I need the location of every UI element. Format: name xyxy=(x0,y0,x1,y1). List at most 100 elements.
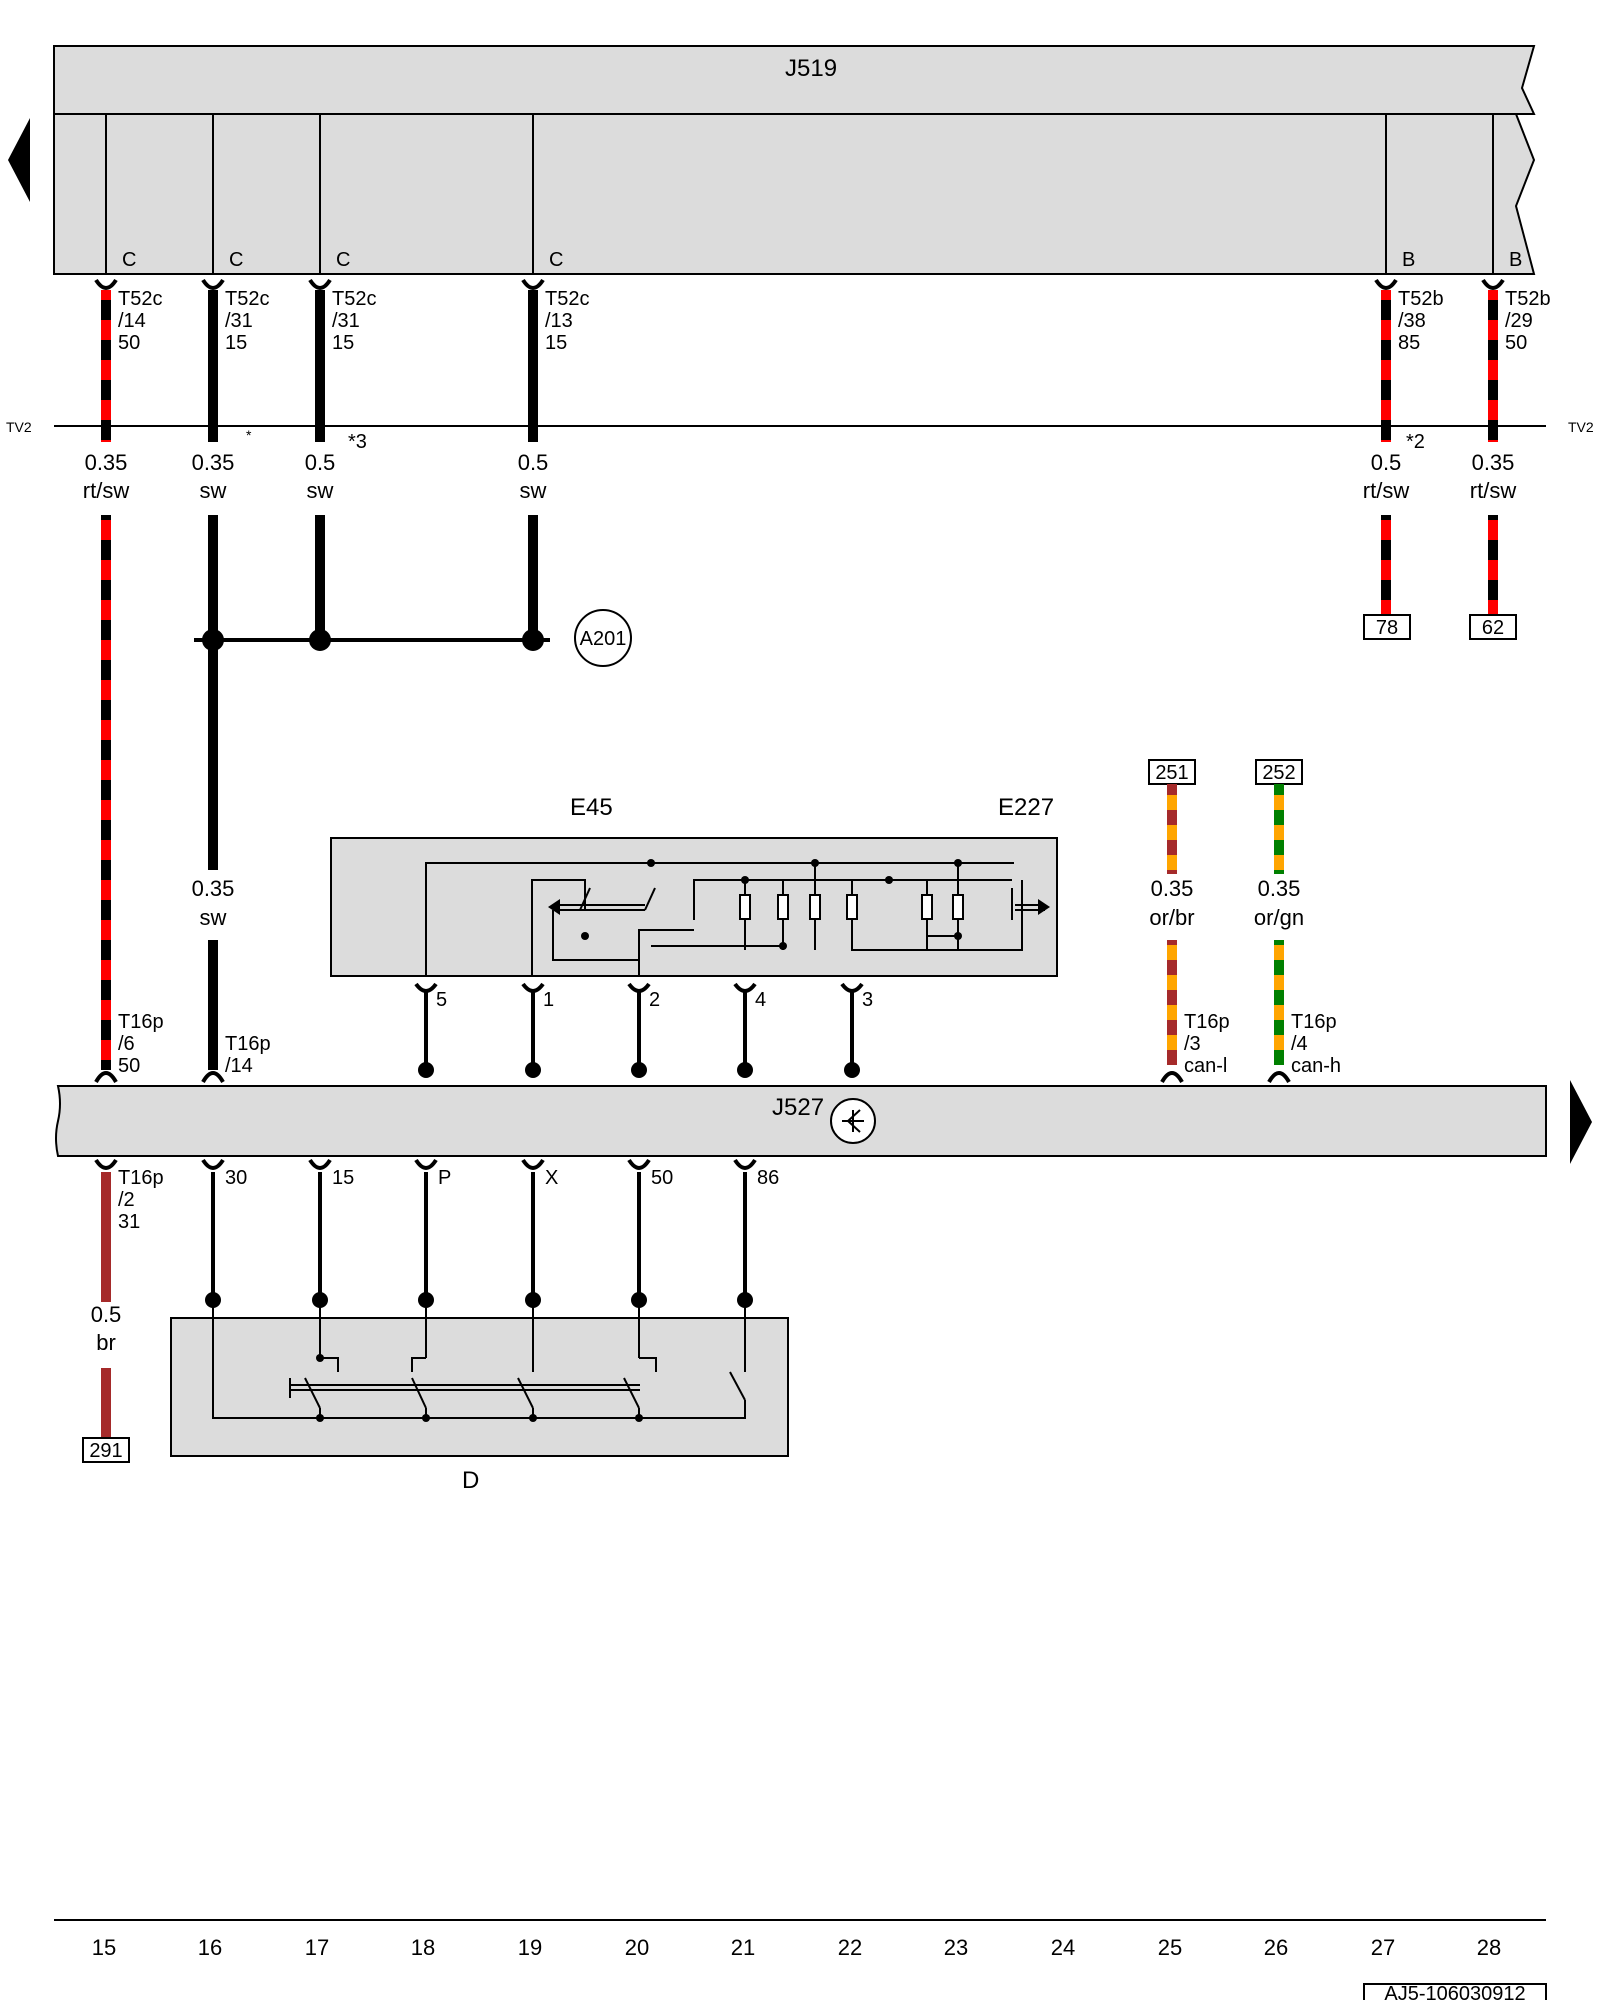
can-h-color: or/gn xyxy=(1254,905,1304,930)
pin-label-t52c-31a-l1: T52c xyxy=(225,288,269,310)
can-l-gauge: 0.35 xyxy=(1151,876,1194,901)
wire-col16-mid xyxy=(208,515,218,870)
e45-label: E45 xyxy=(570,794,613,821)
d-label: D xyxy=(462,1467,479,1494)
j527-pin-15: 15 xyxy=(332,1167,354,1189)
pin-label-t52b-38-l3: 85 xyxy=(1398,332,1420,354)
j519-label: J519 xyxy=(785,55,837,82)
t16p-6-l3: 50 xyxy=(118,1055,140,1077)
a201-label[interactable]: A201 xyxy=(580,628,627,650)
grid-num-16: 16 xyxy=(198,1935,222,1960)
grid-num-26: 26 xyxy=(1264,1935,1288,1960)
side-c-1: C xyxy=(122,249,136,271)
j519-internal-lines xyxy=(105,114,1494,274)
grid-num-22: 22 xyxy=(838,1935,862,1960)
wire-col19-top xyxy=(528,290,538,442)
pin-label-t52c-14-l3: 50 xyxy=(118,332,140,354)
spec-col16-gauge: 0.35 xyxy=(192,450,235,475)
side-b-1: B xyxy=(1402,249,1415,271)
t16p-3-l2: /3 xyxy=(1184,1033,1201,1055)
pin-label-t52c-31b-l3: 15 xyxy=(332,332,354,354)
top-wires xyxy=(101,290,1498,1070)
continue-left-arrow[interactable] xyxy=(8,118,30,202)
pin-label-t52c-13-l2: /13 xyxy=(545,310,573,332)
d-ignition-switch: D xyxy=(170,1300,789,1494)
pin-label-t52b-29-l3: 50 xyxy=(1505,332,1527,354)
t16p-14-label: T16p/14 xyxy=(225,1033,271,1077)
pin-label-t52b-38-l1: T52b xyxy=(1398,288,1444,310)
ref-251[interactable]: 251 xyxy=(1155,762,1188,784)
side-c-3: C xyxy=(336,249,350,271)
tv2-left-label: TV2 xyxy=(6,419,32,435)
col16-mid-spec: 0.35 sw xyxy=(192,876,235,930)
ref-78[interactable]: 78 xyxy=(1376,617,1398,639)
spec-col17-gauge: 0.5 xyxy=(305,450,336,475)
pin-label-t52b-29-l2: /29 xyxy=(1505,310,1533,332)
t16p-14-l1: T16p xyxy=(225,1033,271,1055)
spec-col17-color: sw xyxy=(307,478,334,503)
wire-can-l-low xyxy=(1167,940,1177,1065)
pin-label-t52b-29-l1: T52b xyxy=(1505,288,1551,310)
grid-num-17: 17 xyxy=(305,1935,329,1960)
wire-col28-mid xyxy=(1488,515,1498,615)
grid-scale: 15 16 17 18 19 20 21 22 23 24 25 26 27 2… xyxy=(54,1919,1547,2000)
spec-col28-gauge: 0.35 xyxy=(1472,450,1515,475)
top-connector-cups xyxy=(94,278,1505,290)
wire-col27-mid xyxy=(1381,515,1391,615)
ref-62[interactable]: 62 xyxy=(1482,617,1504,639)
j527-pin-30: 30 xyxy=(225,1167,247,1189)
t16p-4-l1: T16p xyxy=(1291,1011,1337,1033)
t16p-2-l2: /2 xyxy=(118,1189,135,1211)
ref-252[interactable]: 252 xyxy=(1262,762,1295,784)
grid-num-25: 25 xyxy=(1158,1935,1182,1960)
grid-num-23: 23 xyxy=(944,1935,968,1960)
spec-col16-color: sw xyxy=(200,478,227,503)
e45-pin-1: 1 xyxy=(543,989,554,1011)
wire-col28-top xyxy=(1488,290,1498,442)
t16p-4-l2: /4 xyxy=(1291,1033,1308,1055)
top-wire-specs: 0.35 rt/sw 0.35 sw 0.5 sw 0.5 sw 0.5 rt/… xyxy=(83,450,1517,503)
e45-pin-wires: 5 1 2 4 3 xyxy=(414,982,873,1078)
note-star3: *3 xyxy=(348,431,367,453)
grid-num-27: 27 xyxy=(1371,1935,1395,1960)
wire-can-l-top xyxy=(1167,784,1177,874)
grid-num-21: 21 xyxy=(731,1935,755,1960)
j527-pin-50: 50 xyxy=(651,1167,673,1189)
e45-e227-switch: E45 E227 xyxy=(330,794,1058,977)
a201-junction: A201 xyxy=(194,609,632,667)
continue-right-arrow[interactable] xyxy=(1570,1080,1592,1164)
pin-label-t52c-31a-l3: 15 xyxy=(225,332,247,354)
can-wires: 251 252 0.35 or/br 0.35 or/gn xyxy=(1148,759,1304,1065)
t16p-6-l1: T16p xyxy=(118,1011,164,1033)
j527-pin-p: P xyxy=(438,1167,451,1189)
can-l-color: or/br xyxy=(1149,905,1194,930)
col16-mid-color: sw xyxy=(200,905,227,930)
tv2-separator: TV2 TV2 * *3 *2 xyxy=(6,419,1594,453)
ref-boxes-top: 78 62 xyxy=(1363,614,1517,640)
connector-sides: C C C C B B xyxy=(122,249,1522,271)
pin-label-t52c-31a-l2: /31 xyxy=(225,310,253,332)
wire-can-h-top xyxy=(1274,784,1284,874)
col16-mid-gauge: 0.35 xyxy=(192,876,235,901)
br-gauge: 0.5 xyxy=(91,1302,122,1327)
t16p-2-l1: T16p xyxy=(118,1167,164,1189)
side-c-4: C xyxy=(549,249,563,271)
spec-col15-color: rt/sw xyxy=(83,478,130,503)
ref-291[interactable]: 291 xyxy=(89,1440,122,1462)
e45-pin-5: 5 xyxy=(436,989,447,1011)
spec-col28-color: rt/sw xyxy=(1470,478,1517,503)
tv2-right-label: TV2 xyxy=(1568,419,1594,435)
wire-col15-long xyxy=(101,515,111,1070)
e227-label: E227 xyxy=(998,794,1054,821)
side-b-2: B xyxy=(1509,249,1522,271)
